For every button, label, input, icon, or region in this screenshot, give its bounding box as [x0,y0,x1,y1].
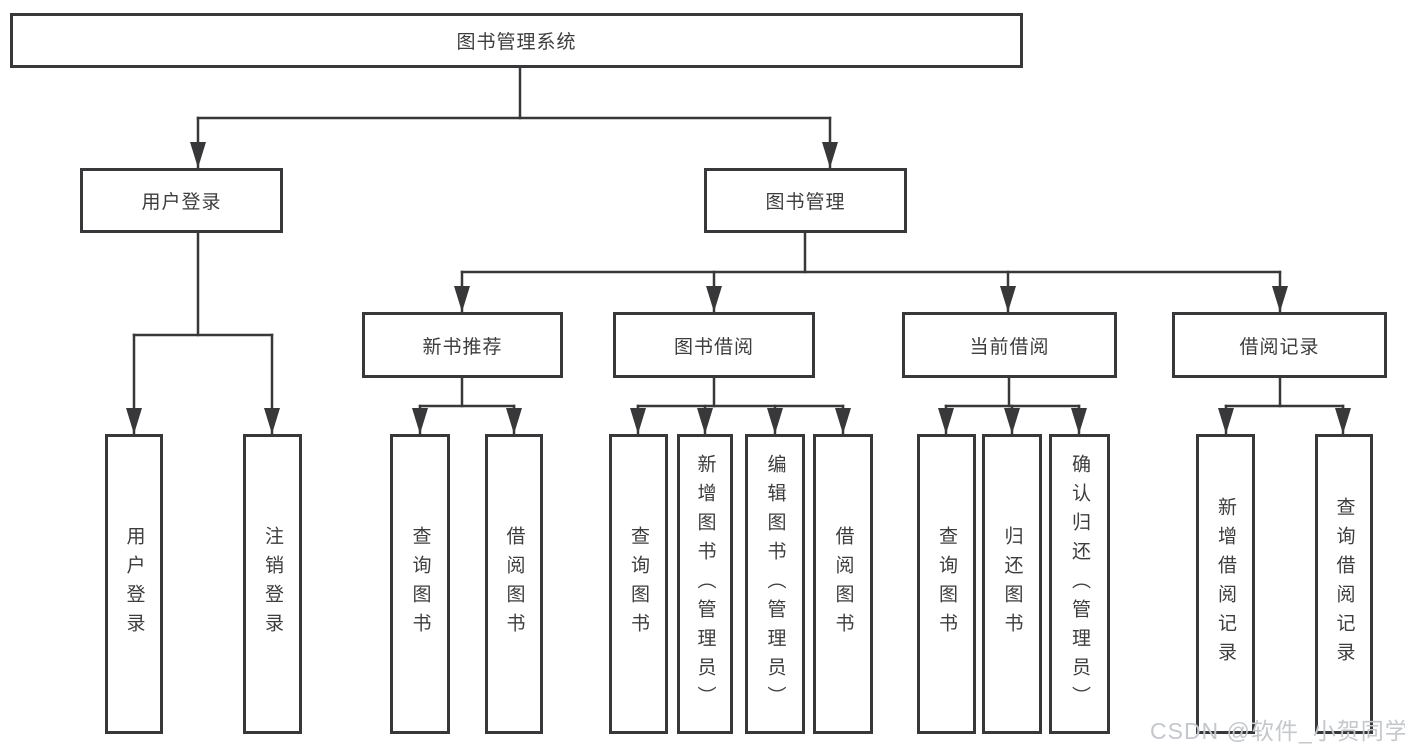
leaf-query-books-current: 查询图书 [917,434,976,734]
node-label: 当前借阅 [969,336,1050,358]
leaf-return-books: 归还图书 [982,434,1042,734]
leaf-query-borrow-record: 查询借阅记录 [1315,434,1373,734]
connector-borrow-records-children [1218,376,1351,436]
node-label: 借阅记录 [1239,336,1320,358]
node-label: 确认归还（管理员） [1069,453,1090,715]
node-label: 新增图书（管理员） [694,453,716,715]
connector-current-borrow-children [938,376,1087,436]
node-label: 图书管理 [765,192,846,213]
connector-root-to-level2 [190,64,838,170]
node-label: 查询图书 [628,526,649,642]
leaf-add-books-admin: 新增图书（管理员） [677,434,733,734]
node-library-management-system: 图书管理系统 [10,13,1023,68]
connector-book-borrow-children [630,376,851,436]
node-label: 用户登录 [123,526,145,642]
node-label: 借阅图书 [832,526,854,642]
watermark: CSDN @软件_小贺同学 [1150,718,1405,744]
leaf-borrow-books: 借阅图书 [813,434,873,734]
node-borrow-records: 借阅记录 [1172,312,1387,378]
leaf-edit-books-admin: 编辑图书（管理员） [745,434,805,734]
connector-book-management-children [454,231,1288,314]
node-label: 用户登录 [141,192,222,213]
node-label: 新书推荐 [422,336,503,358]
node-book-borrow: 图书借阅 [613,312,815,378]
node-label: 注销登录 [262,526,283,642]
connector-new-book-recommend-children [412,376,522,436]
leaf-borrow-books-recommend: 借阅图书 [485,434,543,734]
node-label: 借阅图书 [503,526,525,642]
node-label: 图书管理系统 [456,32,577,53]
node-label: 新增借阅记录 [1215,497,1236,671]
node-user-login: 用户登录 [80,168,283,233]
leaf-confirm-return-admin: 确认归还（管理员） [1049,434,1110,734]
node-label: 图书借阅 [673,336,754,358]
node-label: 查询图书 [936,526,957,642]
node-label: 查询借阅记录 [1333,497,1355,671]
leaf-logout: 注销登录 [243,434,302,734]
node-label: 查询图书 [409,526,431,642]
node-label: 编辑图书（管理员） [764,453,786,715]
leaf-query-books-recommend: 查询图书 [390,434,450,734]
node-book-management: 图书管理 [704,168,907,233]
leaf-query-books-borrow: 查询图书 [609,434,668,734]
leaf-add-borrow-record: 新增借阅记录 [1196,434,1255,734]
connector-user-login-children [126,231,280,436]
node-new-book-recommend: 新书推荐 [362,312,563,378]
leaf-user-login: 用户登录 [105,434,163,734]
node-current-borrow: 当前借阅 [902,312,1117,378]
node-label: 归还图书 [1001,526,1023,642]
